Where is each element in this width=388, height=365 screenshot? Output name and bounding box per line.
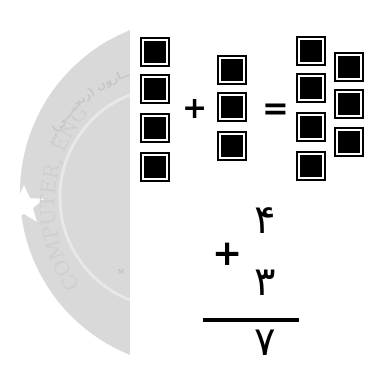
top-number: ۴ bbox=[254, 197, 276, 243]
star-icon bbox=[4, 185, 44, 222]
watermark-inner-ring bbox=[58, 93, 131, 302]
result-number: ۷ bbox=[254, 319, 276, 365]
square-block bbox=[140, 152, 170, 182]
square-block bbox=[217, 55, 247, 85]
square-block bbox=[140, 113, 170, 143]
square-block bbox=[334, 52, 364, 82]
plus-sign: + bbox=[182, 91, 208, 126]
square-block bbox=[217, 92, 247, 122]
square-block bbox=[334, 127, 364, 157]
watermark-small-mark: M bbox=[118, 268, 124, 276]
square-block bbox=[296, 112, 326, 142]
bottom-number: ۳ bbox=[254, 259, 276, 305]
square-block bbox=[217, 131, 247, 161]
square-block bbox=[334, 89, 364, 119]
square-block bbox=[140, 74, 170, 104]
vertical-plus-sign: + bbox=[212, 233, 243, 274]
sum-line bbox=[203, 318, 299, 322]
equals-sign: = bbox=[262, 89, 289, 127]
square-block bbox=[296, 151, 326, 181]
square-block bbox=[296, 73, 326, 103]
square-block bbox=[296, 36, 326, 66]
square-block bbox=[140, 37, 170, 67]
